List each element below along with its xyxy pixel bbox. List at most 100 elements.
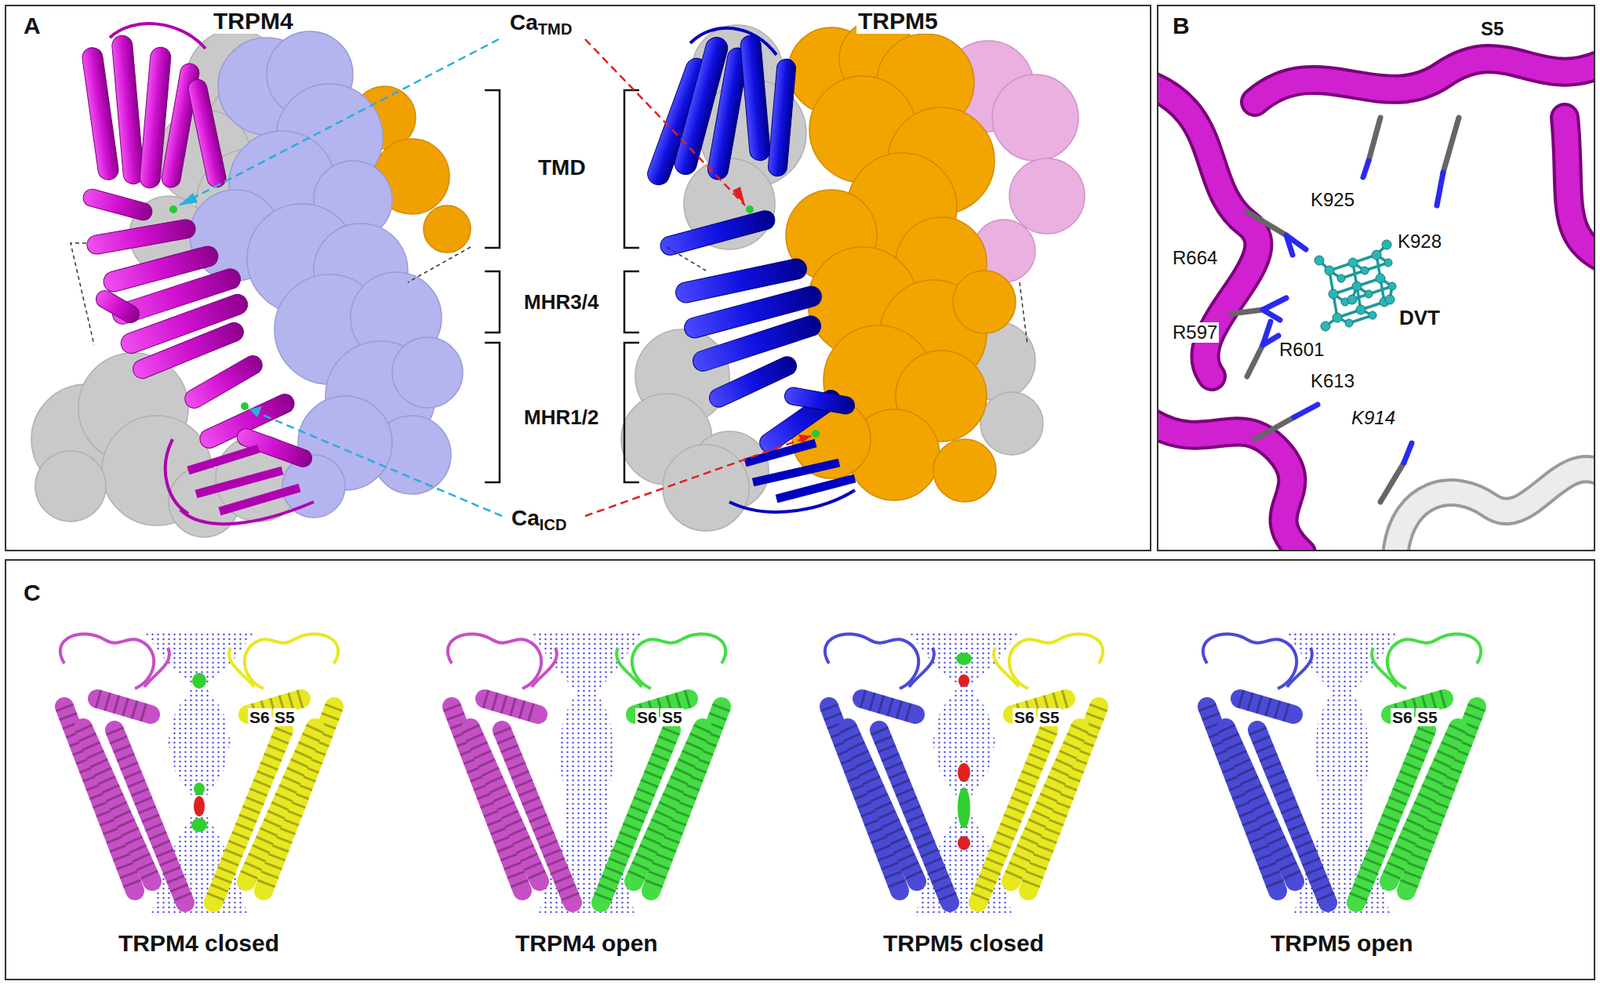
bracket-and-leader-part-part bbox=[624, 271, 640, 333]
figure-panel: C bbox=[4, 559, 1596, 981]
domain-label: TMD bbox=[536, 156, 588, 181]
binding-site-part-part bbox=[1328, 289, 1339, 299]
binding-site-part-part bbox=[1436, 172, 1444, 206]
trpm4-structure-part-part bbox=[81, 187, 155, 223]
pore-models-part bbox=[957, 763, 971, 782]
binding-site-part-part bbox=[1363, 160, 1369, 178]
binding-site-part-part bbox=[1360, 266, 1369, 275]
binding-site-part bbox=[1319, 244, 1393, 327]
bracket-and-leader-part bbox=[178, 192, 198, 206]
trpm5-structure-part-part bbox=[811, 429, 820, 438]
binding-site-part-part bbox=[1294, 404, 1318, 418]
bracket-and-leader-part-part bbox=[585, 39, 746, 206]
trpm5-structure-part-part bbox=[729, 490, 855, 513]
pore-models-part bbox=[957, 787, 971, 829]
helix-label: S6 bbox=[635, 708, 659, 727]
protein-title: TRPM4 bbox=[211, 7, 295, 34]
binding-site-part-part bbox=[1368, 117, 1381, 161]
bracket-and-leader-part bbox=[70, 243, 1028, 346]
pore-models-part bbox=[447, 633, 573, 903]
binding-site-part-part bbox=[1254, 58, 1594, 102]
binding-site-part-part bbox=[1337, 274, 1346, 283]
binding-site-part-part bbox=[1375, 273, 1386, 284]
trpm5-structure-part-part bbox=[690, 312, 824, 374]
binding-site-part-part bbox=[1324, 265, 1335, 276]
pore-models-part bbox=[60, 633, 186, 903]
trpm4-structure-part-part bbox=[423, 205, 471, 253]
residue-label: K925 bbox=[1309, 189, 1357, 211]
binding-site-part-part bbox=[1388, 282, 1397, 291]
pore-models-part bbox=[193, 796, 205, 817]
trpm5-structure-part-part bbox=[992, 74, 1079, 161]
panel-letter: A bbox=[23, 12, 41, 39]
pore-models-part bbox=[978, 633, 1103, 903]
bracket-and-leader-part-part bbox=[70, 243, 95, 346]
site-label: CaICD bbox=[509, 506, 569, 533]
site-label: CaTMD bbox=[508, 10, 574, 37]
trpm4-structure-part-part bbox=[392, 337, 463, 408]
helix-label: S5 bbox=[660, 708, 684, 727]
bracket-and-leader-part-part bbox=[484, 271, 500, 333]
bracket-and-leader-part-part bbox=[484, 342, 500, 483]
trpm4-structure-part-part bbox=[188, 448, 300, 512]
binding-site-part-part bbox=[1231, 309, 1263, 314]
trpm4-structure-part bbox=[80, 34, 314, 470]
trpm5-structure-part-part bbox=[745, 205, 754, 214]
bracket-and-leader-part bbox=[732, 186, 746, 206]
trpm5-structure-part-part bbox=[706, 353, 800, 411]
protein-title: TRPM5 bbox=[856, 7, 940, 34]
bracket-and-leader-part bbox=[249, 406, 262, 418]
binding-site-part-part bbox=[1247, 345, 1263, 377]
residue-label: K928 bbox=[1396, 231, 1444, 252]
panel-letter: C bbox=[23, 579, 41, 606]
pore-models-part bbox=[600, 633, 726, 903]
ligand-label: DVT bbox=[1397, 306, 1442, 330]
trpm5-structure-part bbox=[785, 19, 1016, 502]
trpm5-structure-part-part bbox=[952, 270, 1016, 334]
binding-site bbox=[1158, 58, 1594, 550]
pore-models-part bbox=[909, 632, 1019, 917]
binding-site-part bbox=[1231, 117, 1459, 502]
binding-site-part-part bbox=[1348, 258, 1358, 268]
trpm5-structure-part-part bbox=[980, 392, 1044, 455]
trpm5-structure-part-part bbox=[658, 208, 777, 258]
state-caption: TRPM4 closed bbox=[116, 930, 281, 957]
state-caption: TRPM4 open bbox=[513, 930, 660, 957]
pore-models-part bbox=[1356, 633, 1481, 903]
binding-site-part-part bbox=[1564, 117, 1594, 259]
pore-models-part bbox=[958, 674, 970, 688]
pore-models-part bbox=[956, 652, 972, 666]
trpm4-structure-part-part bbox=[165, 439, 314, 524]
trpm5-structure-part-part bbox=[662, 444, 750, 531]
trpm5-structure-part bbox=[621, 25, 1044, 531]
trpm5-structure-part-part bbox=[767, 58, 797, 178]
binding-site-part bbox=[1314, 240, 1397, 331]
trpm4-structure-part-part bbox=[181, 352, 266, 412]
binding-site-part-part bbox=[1329, 254, 1393, 324]
bracket-and-leader-part-part bbox=[178, 39, 499, 206]
pore-models-part bbox=[213, 633, 339, 903]
trpm4-structure-part-part bbox=[93, 287, 143, 326]
binding-site-part-part bbox=[1347, 294, 1357, 305]
pore-models-part bbox=[144, 632, 255, 917]
binding-site-part-part bbox=[1368, 311, 1377, 320]
binding-site-part-part bbox=[1364, 290, 1373, 299]
domain-label: MHR3/4 bbox=[522, 290, 600, 314]
bracket-and-leader-part bbox=[484, 90, 640, 483]
pore-models-part bbox=[1203, 633, 1328, 903]
trpm4-structure-part bbox=[109, 23, 314, 524]
panel-letter: B bbox=[1172, 12, 1190, 39]
residue-label: R664 bbox=[1170, 247, 1219, 269]
bracket-and-leader-part-part bbox=[624, 90, 640, 248]
binding-site-part-part bbox=[1403, 443, 1412, 463]
trpm4-structure-part-part bbox=[240, 402, 249, 411]
residue-label: K914 bbox=[1349, 407, 1397, 429]
pore-models bbox=[60, 632, 1481, 917]
binding-site-part-part bbox=[1564, 117, 1594, 259]
binding-site-part-part bbox=[1314, 255, 1324, 266]
state-caption: TRPM5 closed bbox=[881, 930, 1046, 957]
trpm4-structure-part-part bbox=[109, 23, 206, 49]
trpm5-structure-part-part bbox=[739, 34, 771, 162]
